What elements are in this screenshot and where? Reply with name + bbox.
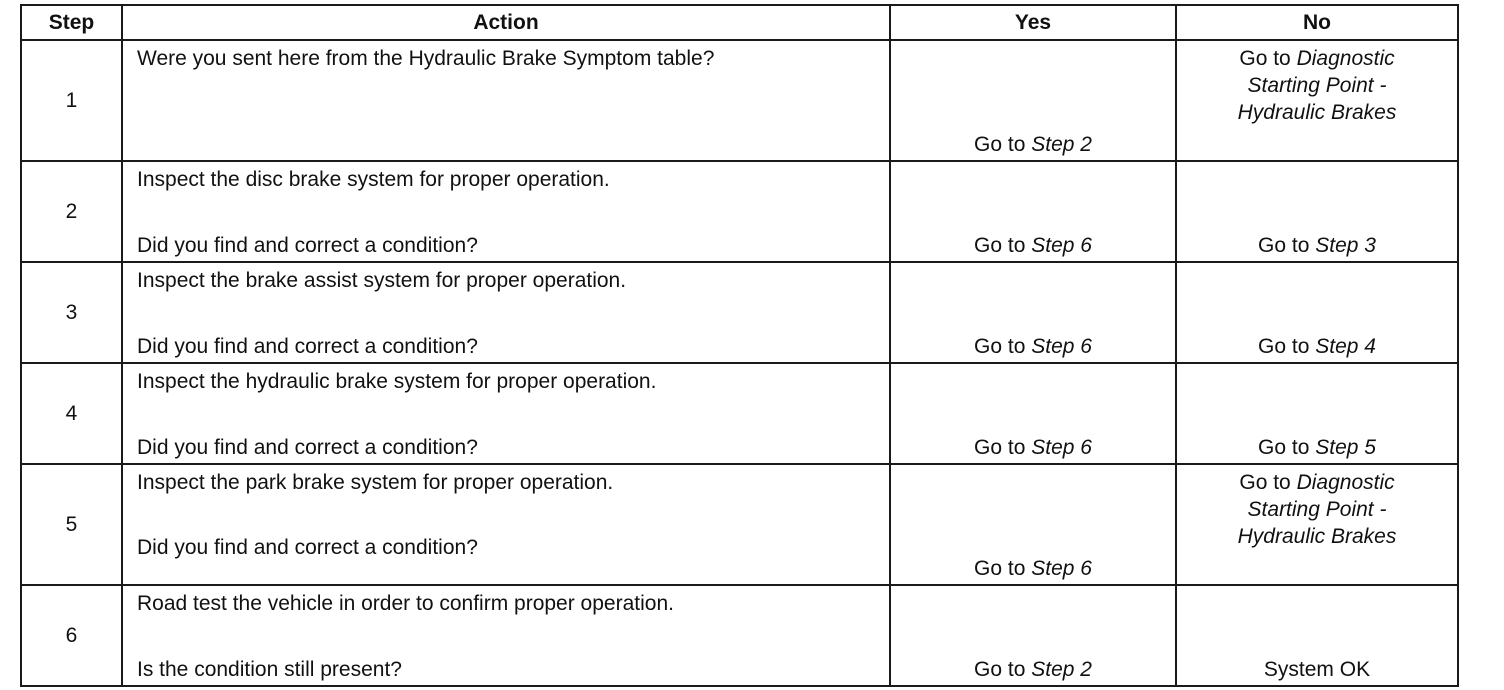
action-question: Did you find and correct a condition? [137,536,478,559]
yes-ref: Step 6 [1031,335,1092,358]
no-cell: Go to Step 5 [1175,362,1459,465]
yes-prefix: Go to [974,557,1026,580]
action-instruction: Inspect the disc brake system for proper… [137,168,610,191]
yes-ref: Step 6 [1031,234,1092,257]
header-step: Step [20,4,123,41]
yes-cell: Go to Step 6 [889,463,1177,586]
action-instruction: Inspect the brake assist system for prop… [137,269,627,292]
no-cell: Go to Diagnostic Starting Point - Hydrau… [1175,39,1459,162]
no-ref-line2: Starting Point - [1247,74,1387,97]
header-no: No [1175,4,1459,41]
no-cell: Go to Step 3 [1175,160,1459,263]
no-cell: System OK [1175,584,1459,687]
no-prefix: Go to [1239,471,1291,494]
yes-prefix: Go to [974,133,1026,156]
action-question: Did you find and correct a condition? [137,436,478,459]
yes-ref: Step 2 [1031,133,1092,156]
no-ref-line3: Hydraulic Brakes [1237,101,1397,124]
yes-ref: Step 6 [1031,436,1092,459]
action-instruction: Road test the vehicle in order to confir… [137,592,674,615]
no-ref-line1: Diagnostic [1296,471,1395,494]
no-link[interactable]: Go to Step 3 [1177,232,1457,259]
no-result: System OK [1263,658,1371,681]
step-number: 6 [20,584,123,687]
no-prefix: Go to [1258,234,1310,257]
no-cell: Go to Step 4 [1175,261,1459,364]
yes-link[interactable]: Go to Step 6 [891,333,1175,360]
yes-ref: Step 6 [1031,557,1092,580]
step-number: 5 [20,463,123,586]
table-row: 6 Road test the vehicle in order to conf… [20,584,1459,687]
yes-link[interactable]: Go to Step 6 [891,555,1175,582]
action-question: Is the condition still present? [137,658,402,681]
no-link[interactable]: Go to Step 4 [1177,333,1457,360]
table-row: 4 Inspect the hydraulic brake system for… [20,362,1459,465]
yes-prefix: Go to [974,658,1026,681]
action-question: Did you find and correct a condition? [137,335,478,358]
action-instruction: Inspect the hydraulic brake system for p… [137,370,657,393]
no-ref-line2: Starting Point - [1247,498,1387,521]
header-yes: Yes [889,4,1177,41]
action-cell: Inspect the disc brake system for proper… [121,160,891,263]
action-question: Did you find and correct a condition? [137,234,478,257]
yes-cell: Go to Step 6 [889,160,1177,263]
yes-ref: Step 2 [1031,658,1092,681]
no-prefix: Go to [1258,335,1310,358]
yes-cell: Go to Step 2 [889,584,1177,687]
yes-link[interactable]: Go to Step 2 [891,656,1175,683]
table-row: 3 Inspect the brake assist system for pr… [20,261,1459,364]
yes-cell: Go to Step 6 [889,362,1177,465]
no-link[interactable]: Go to Diagnostic Starting Point - Hydrau… [1177,45,1457,126]
action-cell: Inspect the brake assist system for prop… [121,261,891,364]
diagnostic-table: Step Action Yes No 1 Were you sent here … [20,4,1459,687]
no-ref-line1: Diagnostic [1296,47,1395,70]
no-ref: Step 3 [1315,234,1376,257]
no-prefix: Go to [1239,47,1291,70]
no-prefix: Go to [1258,436,1310,459]
table-row: 1 Were you sent here from the Hydraulic … [20,39,1459,162]
yes-cell: Go to Step 6 [889,261,1177,364]
no-link[interactable]: Go to Step 5 [1177,434,1457,461]
no-ref: Step 4 [1315,335,1376,358]
yes-cell: Go to Step 2 [889,39,1177,162]
yes-prefix: Go to [974,436,1026,459]
step-number: 4 [20,362,123,465]
yes-link[interactable]: Go to Step 6 [891,232,1175,259]
header-action: Action [121,4,891,41]
action-cell: Inspect the hydraulic brake system for p… [121,362,891,465]
action-cell: Inspect the park brake system for proper… [121,463,891,586]
no-link[interactable]: Go to Diagnostic Starting Point - Hydrau… [1177,469,1457,550]
no-ref-line3: Hydraulic Brakes [1237,525,1397,548]
action-cell: Road test the vehicle in order to confir… [121,584,891,687]
step-number: 3 [20,261,123,364]
action-instruction: Inspect the park brake system for proper… [137,471,614,494]
action-question: Were you sent here from the Hydraulic Br… [137,47,715,70]
action-cell: Were you sent here from the Hydraulic Br… [121,39,891,162]
step-number: 2 [20,160,123,263]
yes-link[interactable]: Go to Step 2 [891,131,1175,158]
table-row: 5 Inspect the park brake system for prop… [20,463,1459,586]
yes-prefix: Go to [974,335,1026,358]
no-ref: Step 5 [1315,436,1376,459]
yes-link[interactable]: Go to Step 6 [891,434,1175,461]
step-number: 1 [20,39,123,162]
table-header-row: Step Action Yes No [20,4,1459,41]
no-cell: Go to Diagnostic Starting Point - Hydrau… [1175,463,1459,586]
yes-prefix: Go to [974,234,1026,257]
table-row: 2 Inspect the disc brake system for prop… [20,160,1459,263]
